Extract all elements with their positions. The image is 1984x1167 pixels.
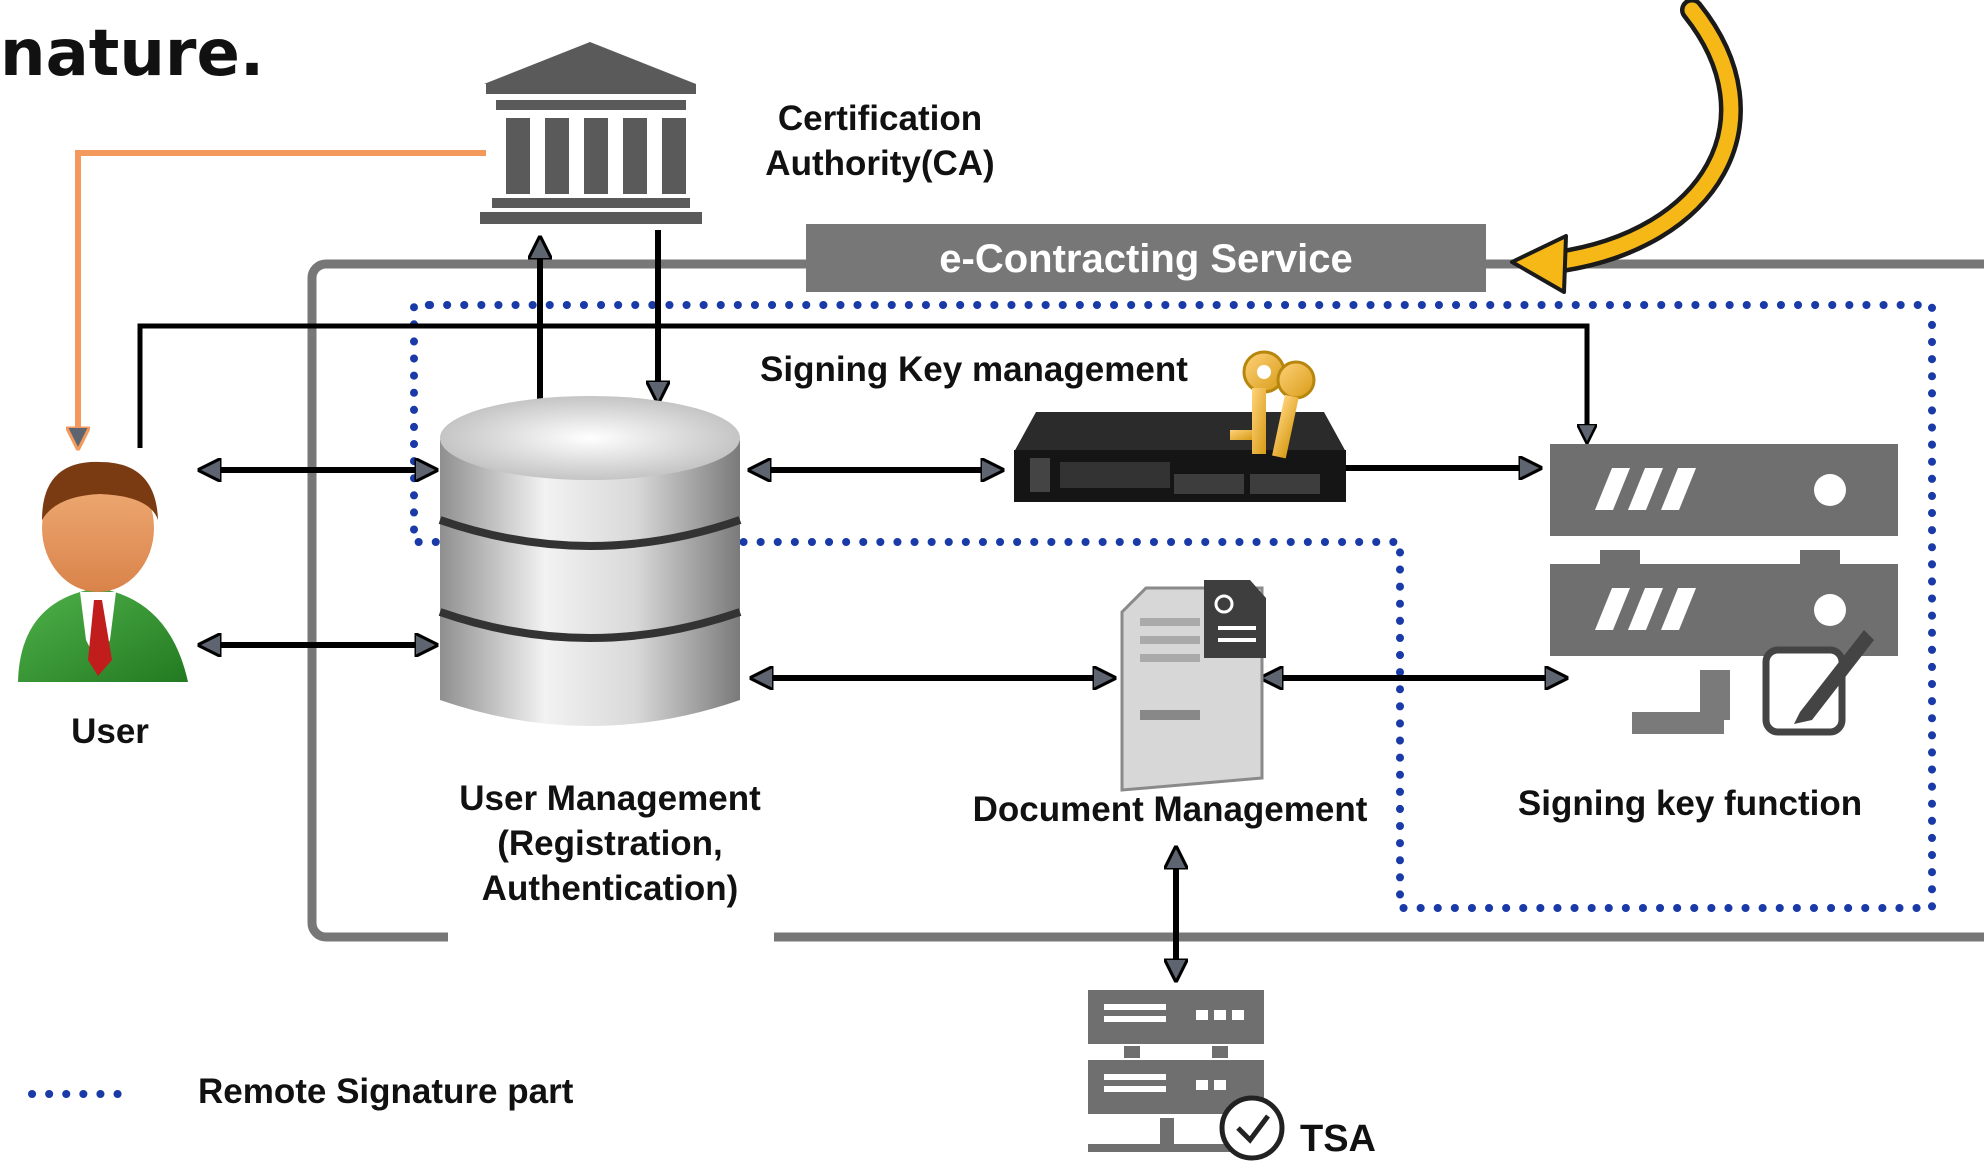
user-to-signing-key-link [137,323,1587,448]
signing-key-management-label: Signing Key management [760,350,1188,389]
legend-remote-signature: Remote Signature part [198,1072,574,1111]
database-icon [438,396,742,726]
bank-icon [480,42,702,224]
document-management-label: Document Management [972,790,1368,829]
ca-to-user-link [78,150,486,448]
ca-label: Certification Authority(CA) [765,99,995,183]
signing-server-icon [1550,444,1898,734]
service-label-gap [448,920,774,954]
curved-arrow-icon [1510,0,1743,294]
document-server-icon [1120,580,1266,792]
remote-signature-boundary [410,301,1936,912]
pen-document-icon [1762,630,1874,736]
rack-server-icon [1014,412,1346,502]
user-label: User [71,712,149,751]
service-title-bar [806,224,1486,292]
user-management-label: User Management (Registration, Authentic… [459,779,761,908]
clock-icon [1219,1095,1285,1161]
tsa-label: TSA [1300,1118,1376,1160]
user-avatar-icon [18,461,188,682]
service-title: e-Contracting Service [939,237,1353,281]
page-title: nature. [0,17,265,91]
signing-key-function-label: Signing key function [1517,784,1863,823]
keys-icon [1230,350,1316,459]
